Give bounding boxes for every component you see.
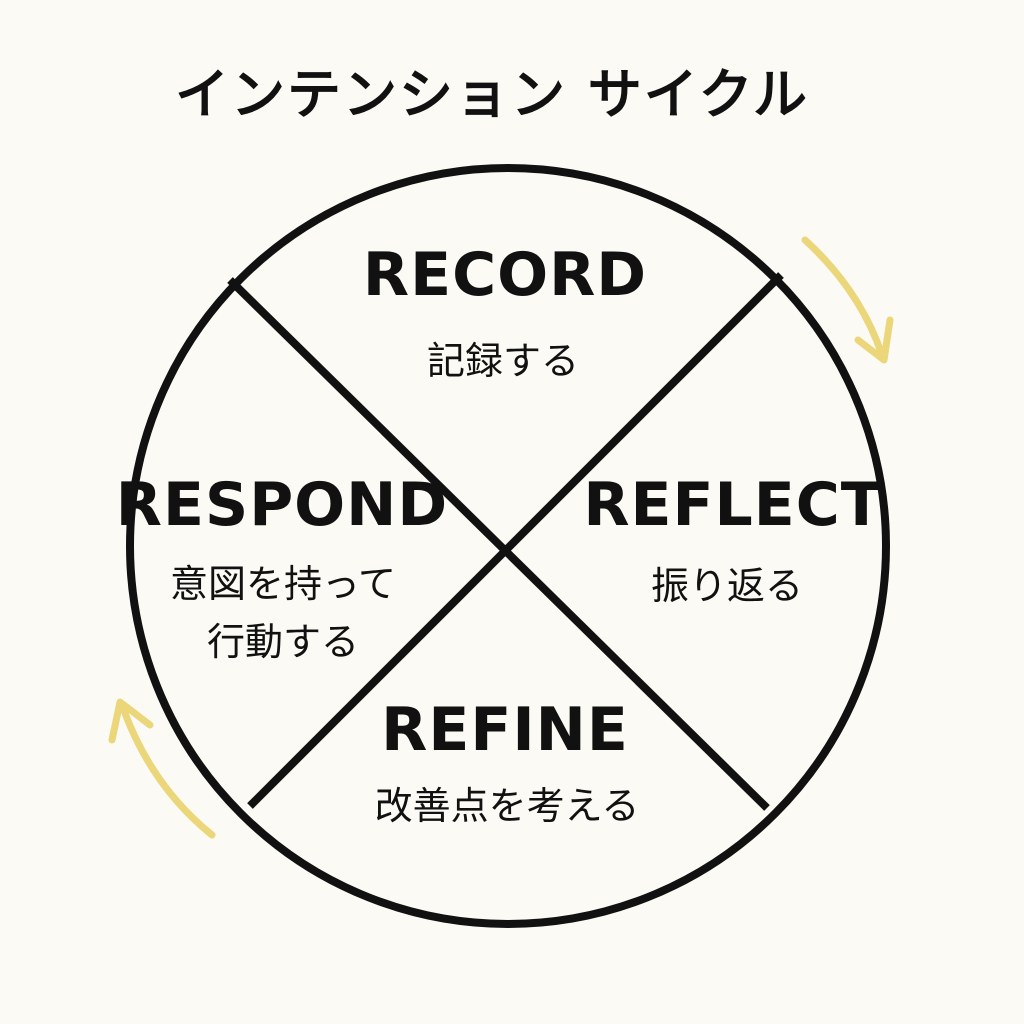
segment-refine-sub: 改善点を考える [374,784,640,828]
segment-respond-sub-line1: 意図を持って [169,562,397,606]
divider-line-2 [247,272,784,809]
segment-record-label: RECORD [362,240,648,310]
segment-reflect-label: REFLECT [583,470,883,540]
segment-record-sub: 記録する [426,339,580,383]
clockwise-arrow-bottom-left [108,698,216,839]
segment-refine-label: REFINE [381,695,629,765]
segment-respond-sub-line2: 行動する [206,620,360,664]
divider-line-1 [227,277,770,811]
clockwise-arrow-top-right [801,236,894,364]
diagram-title: インテンション サイクル [174,63,810,126]
cycle-circle [126,164,890,928]
segment-reflect-sub: 振り返る [650,564,804,608]
segment-respond-label: RESPOND [115,470,449,540]
